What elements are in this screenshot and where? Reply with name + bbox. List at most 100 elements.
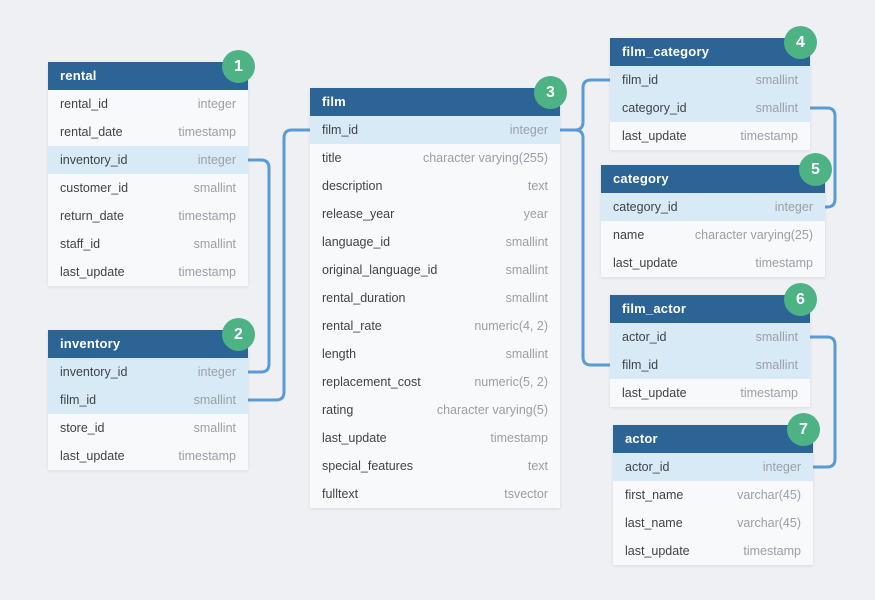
column-type: smallint — [193, 393, 236, 407]
table-header[interactable]: rental — [48, 62, 248, 90]
column-row-rating[interactable]: rating character varying(5) — [310, 396, 560, 424]
column-name: category_id — [613, 200, 678, 214]
table-header[interactable]: film_category — [610, 38, 810, 66]
column-type: smallint — [755, 358, 798, 372]
table-body: category_id integer name character varyi… — [601, 193, 825, 277]
table-rental[interactable]: 1 rental rental_id integer rental_date t… — [48, 50, 255, 286]
column-row-film_id[interactable]: film_id smallint — [610, 351, 810, 379]
column-name: last_update — [613, 256, 678, 270]
table-body: actor_id integer first_name varchar(45) … — [613, 453, 813, 565]
column-row-actor_id[interactable]: actor_id integer — [613, 453, 813, 481]
table-header[interactable]: film — [310, 88, 560, 116]
column-row-rental_duration[interactable]: rental_duration smallint — [310, 284, 560, 312]
connection-inventory.film_id-to-film.film_id — [246, 128, 312, 402]
column-name: special_features — [322, 459, 414, 473]
column-name: category_id — [622, 101, 687, 115]
column-type: smallint — [755, 73, 798, 87]
column-row-film_id[interactable]: film_id smallint — [48, 386, 248, 414]
column-row-original_language_id[interactable]: original_language_id smallint — [310, 256, 560, 284]
column-type: varchar(45) — [737, 516, 801, 530]
connection-film_category.category_id-to-category.category_id — [808, 106, 837, 209]
column-name: film_id — [622, 358, 659, 372]
column-type: timestamp — [178, 265, 236, 279]
table-inventory[interactable]: 2 inventory inventory_id integer film_id… — [48, 318, 255, 470]
column-name: first_name — [625, 488, 684, 502]
column-type: text — [527, 459, 548, 473]
column-type: numeric(4, 2) — [474, 319, 548, 333]
column-name: description — [322, 179, 383, 193]
step-badge: 6 — [784, 283, 817, 316]
column-name: customer_id — [60, 181, 129, 195]
column-name: original_language_id — [322, 263, 438, 277]
column-row-customer_id[interactable]: customer_id smallint — [48, 174, 248, 202]
column-row-film_id[interactable]: film_id smallint — [610, 66, 810, 94]
column-type: integer — [762, 460, 801, 474]
column-row-last_update[interactable]: last_update timestamp — [601, 249, 825, 277]
column-name: name — [613, 228, 645, 242]
column-type: timestamp — [178, 125, 236, 139]
column-type: integer — [197, 97, 236, 111]
table-body: inventory_id integer film_id smallint st… — [48, 358, 248, 470]
column-type: year — [523, 207, 548, 221]
column-row-staff_id[interactable]: staff_id smallint — [48, 230, 248, 258]
column-row-film_id[interactable]: film_id integer — [310, 116, 560, 144]
table-film_actor[interactable]: 6 film_actor actor_id smallint film_id s… — [610, 283, 817, 407]
column-row-language_id[interactable]: language_id smallint — [310, 228, 560, 256]
column-row-last_name[interactable]: last_name varchar(45) — [613, 509, 813, 537]
column-name: actor_id — [622, 330, 667, 344]
table-header[interactable]: film_actor — [610, 295, 810, 323]
column-type: timestamp — [743, 544, 801, 558]
column-row-rental_id[interactable]: rental_id integer — [48, 90, 248, 118]
column-row-title[interactable]: title character varying(255) — [310, 144, 560, 172]
column-row-inventory_id[interactable]: inventory_id integer — [48, 358, 248, 386]
column-row-replacement_cost[interactable]: replacement_cost numeric(5, 2) — [310, 368, 560, 396]
column-row-last_update[interactable]: last_update timestamp — [310, 424, 560, 452]
column-type: smallint — [755, 330, 798, 344]
column-row-last_update[interactable]: last_update timestamp — [48, 258, 248, 286]
table-header[interactable]: actor — [613, 425, 813, 453]
table-header[interactable]: inventory — [48, 330, 248, 358]
column-row-length[interactable]: length smallint — [310, 340, 560, 368]
column-row-release_year[interactable]: release_year year — [310, 200, 560, 228]
table-category[interactable]: 5 category category_id integer name char… — [601, 153, 832, 277]
column-row-store_id[interactable]: store_id smallint — [48, 414, 248, 442]
column-row-category_id[interactable]: category_id integer — [601, 193, 825, 221]
column-type: timestamp — [755, 256, 813, 270]
column-row-inventory_id[interactable]: inventory_id integer — [48, 146, 248, 174]
column-row-fulltext[interactable]: fulltext tsvector — [310, 480, 560, 508]
column-name: release_year — [322, 207, 395, 221]
table-header[interactable]: category — [601, 165, 825, 193]
column-row-last_update[interactable]: last_update timestamp — [613, 537, 813, 565]
column-row-last_update[interactable]: last_update timestamp — [610, 122, 810, 150]
column-row-actor_id[interactable]: actor_id smallint — [610, 323, 810, 351]
column-name: last_update — [60, 449, 125, 463]
column-name: film_id — [622, 73, 659, 87]
column-type: integer — [197, 365, 236, 379]
column-row-rental_rate[interactable]: rental_rate numeric(4, 2) — [310, 312, 560, 340]
column-row-last_update[interactable]: last_update timestamp — [48, 442, 248, 470]
column-type: integer — [774, 200, 813, 214]
column-row-name[interactable]: name character varying(25) — [601, 221, 825, 249]
table-actor[interactable]: 7 actor actor_id integer first_name varc… — [613, 413, 820, 565]
column-type: smallint — [505, 263, 548, 277]
table-film_category[interactable]: 4 film_category film_id smallint categor… — [610, 26, 817, 150]
column-name: film_id — [322, 123, 359, 137]
step-badge: 5 — [799, 153, 832, 186]
column-row-category_id[interactable]: category_id smallint — [610, 94, 810, 122]
column-type: integer — [509, 123, 548, 137]
column-row-rental_date[interactable]: rental_date timestamp — [48, 118, 248, 146]
connection-film.film_id-to-film_category.film_id — [558, 78, 612, 132]
table-film[interactable]: 3 film film_id integer title character v… — [310, 76, 567, 508]
column-row-return_date[interactable]: return_date timestamp — [48, 202, 248, 230]
table-body: rental_id integer rental_date timestamp … — [48, 90, 248, 286]
column-row-special_features[interactable]: special_features text — [310, 452, 560, 480]
column-type: timestamp — [740, 129, 798, 143]
column-row-first_name[interactable]: first_name varchar(45) — [613, 481, 813, 509]
step-badge: 7 — [787, 413, 820, 446]
column-row-last_update[interactable]: last_update timestamp — [610, 379, 810, 407]
column-row-description[interactable]: description text — [310, 172, 560, 200]
column-name: last_name — [625, 516, 683, 530]
column-name: last_update — [60, 265, 125, 279]
connection-film.film_id-to-film_actor.film_id — [558, 128, 612, 367]
